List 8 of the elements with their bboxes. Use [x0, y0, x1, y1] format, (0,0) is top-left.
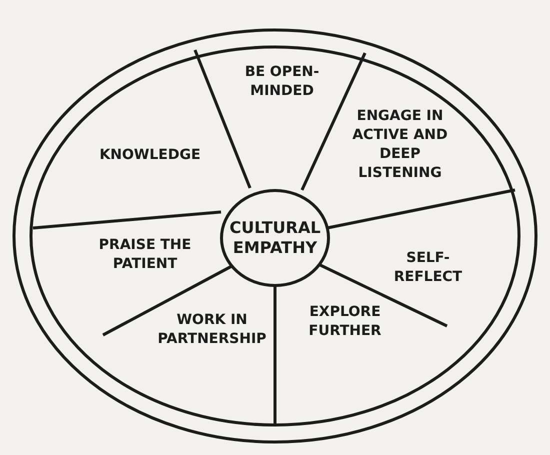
segment-label: KNOWLEDGE — [98, 146, 202, 164]
segment-label: ENGAGE IN ACTIVE AND DEEP LISTENING — [351, 107, 449, 183]
segment-label: WORK IN PARTNERSHIP — [156, 311, 268, 349]
center-label: CULTURAL EMPATHY — [228, 218, 322, 258]
segment-label: EXPLORE FURTHER — [308, 303, 382, 341]
segment-label: PRAISE THE PATIENT — [98, 236, 192, 274]
segment-label: SELF-REFLECT — [393, 249, 463, 287]
segment-label: BE OPEN-MINDED — [244, 63, 320, 101]
